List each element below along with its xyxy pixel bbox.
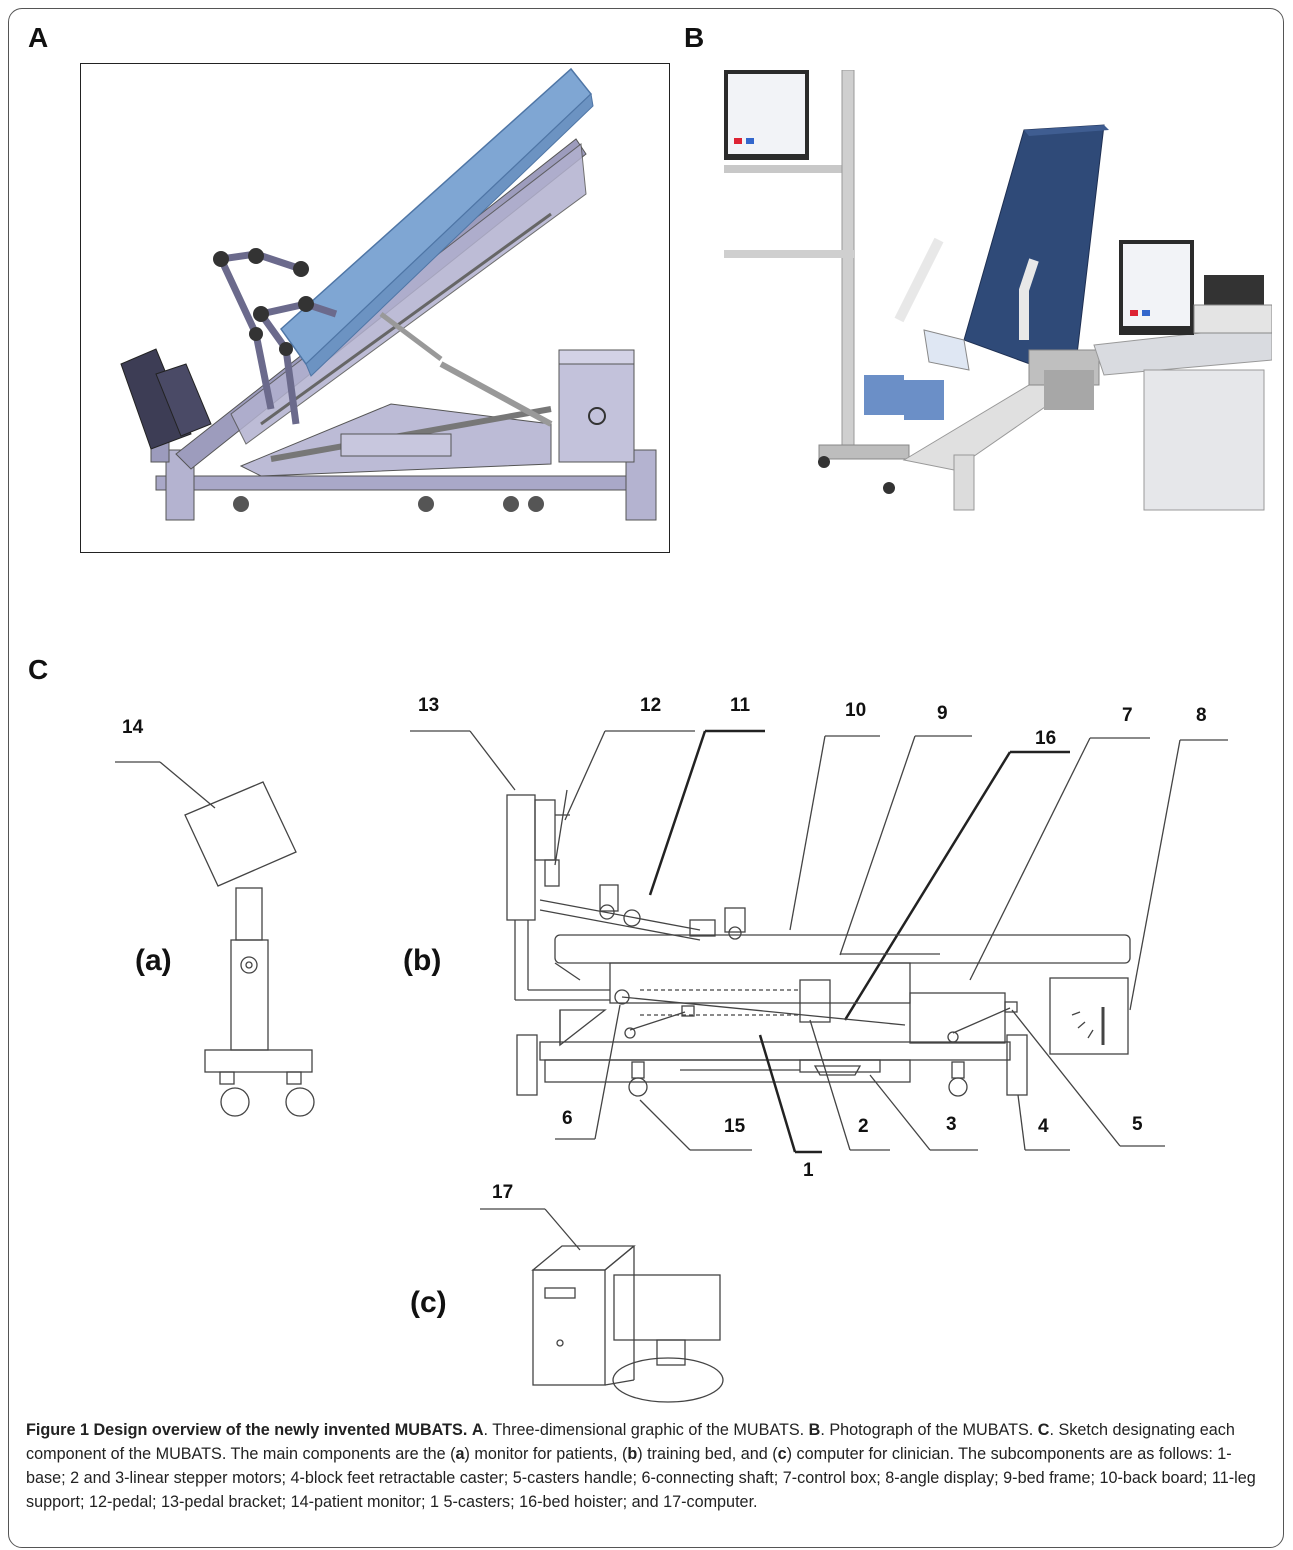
label-7: 7 xyxy=(1122,705,1133,726)
caption-sc-text: ) computer for clinician. The subcompone… xyxy=(26,1445,1256,1511)
monitor-stand-base xyxy=(612,1357,724,1403)
caption-c: C xyxy=(1037,1421,1050,1439)
caster-wheel-right xyxy=(948,1077,968,1097)
linear-stepper-motor-2 xyxy=(799,979,831,1023)
bed-frame xyxy=(609,962,911,1004)
computer-tower xyxy=(532,1269,606,1386)
caption-sb-text: ) training bed, and ( xyxy=(637,1445,778,1463)
panel-b-photograph xyxy=(724,69,1273,548)
clinician-monitor xyxy=(613,1274,721,1341)
caster-wheel-left xyxy=(220,1087,250,1117)
caption-c-text: . Sketch designating each component of t… xyxy=(26,1421,1235,1463)
sub-label-b: (b) xyxy=(403,944,442,977)
caption-a: A xyxy=(471,1421,484,1439)
caption-sc: c xyxy=(777,1445,787,1463)
leader-line-14b xyxy=(159,761,216,809)
mubats-photo xyxy=(724,69,1273,511)
angle-display xyxy=(1049,977,1129,1055)
caption-b: B xyxy=(808,1421,821,1439)
pedal-bracket xyxy=(506,794,536,921)
label-5: 5 xyxy=(1132,1114,1143,1135)
panel-letter-b: B xyxy=(684,22,705,53)
caption-b-text: . Photograph of the MUBATS. xyxy=(820,1421,1038,1439)
caption-sa-text: ) monitor for patients, ( xyxy=(464,1445,628,1463)
label-13: 13 xyxy=(418,695,440,716)
figure-frame xyxy=(8,8,1284,1548)
label-16: 16 xyxy=(1035,728,1057,749)
sub-label-c: (c) xyxy=(410,1286,447,1319)
label-12: 12 xyxy=(640,695,662,716)
monitor-base xyxy=(204,1049,313,1073)
label-9: 9 xyxy=(937,703,948,724)
monitor-neck xyxy=(235,887,263,941)
caster-wheel-left xyxy=(628,1077,648,1097)
caption-a-text: . Three-dimensional graphic of the MUBAT… xyxy=(483,1421,809,1439)
panel-c-sketch xyxy=(115,729,1228,1403)
label-3: 3 xyxy=(946,1114,957,1135)
label-4: 4 xyxy=(1038,1116,1049,1137)
control-box xyxy=(909,992,1006,1044)
patient-monitor-screen xyxy=(184,781,297,887)
mubats-3d-render xyxy=(120,67,657,521)
label-17: 17 xyxy=(492,1182,514,1203)
figure-caption: Figure 1 Design overview of the newly in… xyxy=(26,1418,1271,1514)
caption-sa: a xyxy=(455,1445,465,1463)
panel-a-3d-graphic xyxy=(80,63,670,553)
caster-wheel-right xyxy=(285,1087,315,1117)
label-2: 2 xyxy=(858,1116,869,1137)
label-15: 15 xyxy=(724,1116,746,1137)
caption-lead: Figure 1 Design overview of the newly in… xyxy=(26,1421,468,1439)
label-8: 8 xyxy=(1196,705,1207,726)
caption-sb: b xyxy=(627,1445,638,1463)
label-14: 14 xyxy=(122,717,144,738)
label-1: 1 xyxy=(803,1160,814,1181)
label-6: 6 xyxy=(562,1108,573,1129)
sub-label-a: (a) xyxy=(135,944,172,977)
label-10: 10 xyxy=(845,700,867,721)
label-11: 11 xyxy=(730,695,751,716)
panel-letter-a: A xyxy=(28,22,49,53)
panel-letter-c: C xyxy=(28,654,49,685)
